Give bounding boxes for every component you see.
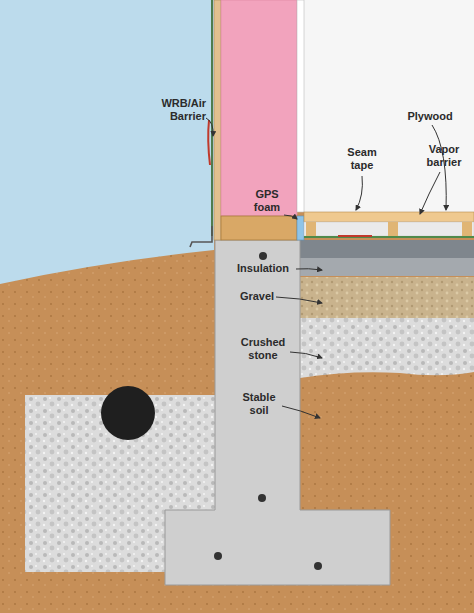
part-label: GPS foam — [244, 188, 290, 214]
interior — [303, 0, 474, 212]
part-label: Seam tape — [338, 146, 386, 172]
gravel-layer — [300, 277, 474, 318]
part-label: Crushed stone — [234, 336, 292, 362]
seam-tape — [338, 235, 372, 237]
rebar — [259, 252, 267, 260]
drywall — [297, 0, 304, 212]
sleeper — [388, 222, 398, 236]
sheathing — [214, 0, 221, 240]
drain-pipe — [101, 386, 155, 440]
rebar — [314, 562, 322, 570]
foundation-wall — [165, 240, 390, 585]
wall-insulation — [221, 0, 297, 216]
sill-plate — [221, 216, 297, 240]
part-label: Plywood — [398, 110, 462, 123]
wrb-tape — [208, 120, 210, 165]
part-label: Insulation — [231, 262, 295, 275]
part-label: Stable soil — [233, 391, 285, 417]
gps-foam — [297, 216, 304, 240]
rebar — [214, 552, 222, 560]
sleeper — [306, 222, 316, 236]
flashing — [190, 226, 212, 247]
part-label: Vapor barrier — [418, 143, 470, 169]
floor-foam — [304, 222, 474, 236]
plywood — [304, 212, 474, 222]
sky — [0, 0, 214, 284]
wrb — [211, 0, 213, 236]
crushed-stone-layer — [300, 318, 474, 378]
part-label: WRB/Air Barrier — [138, 97, 206, 123]
insulation-layer — [300, 258, 474, 276]
vapor-barrier — [304, 236, 474, 238]
sleeper — [462, 222, 472, 236]
leader-lines — [206, 118, 446, 418]
insulation-layer — [300, 240, 474, 258]
rebar — [258, 494, 266, 502]
part-label: Gravel — [233, 290, 281, 303]
